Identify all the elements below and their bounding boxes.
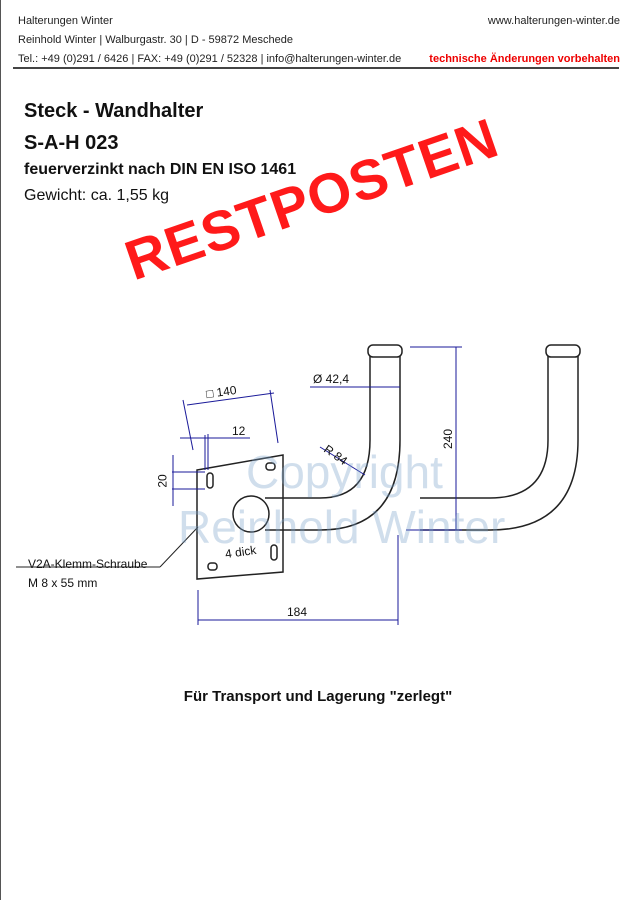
transport-note: Für Transport und Lagerung "zerlegt" <box>183 688 453 705</box>
plate-hole <box>207 562 218 571</box>
dim-12: 12 <box>232 424 246 438</box>
company-name: Halterungen Winter <box>18 15 113 27</box>
pipe-alt <box>420 355 579 531</box>
company-address: Reinhold Winter | Walburgastr. 30 | D - … <box>18 34 293 46</box>
plate-hole <box>206 472 214 489</box>
dim-width: 184 <box>287 605 308 619</box>
pipe <box>265 355 401 531</box>
screw-size: M 8 x 55 mm <box>28 576 98 590</box>
wall-plate <box>196 454 284 580</box>
product-name: Steck - Wandhalter <box>24 100 204 122</box>
header-divider <box>13 67 619 69</box>
page-border <box>0 0 1 900</box>
screw-label: V2A-Klemm-Schraube <box>28 557 148 571</box>
dim-height: 240 <box>441 428 456 450</box>
plate-hole <box>265 462 276 471</box>
company-contact: Tel.: +49 (0)291 / 6426 | FAX: +49 (0)29… <box>18 53 402 65</box>
pipe-cap <box>367 344 403 358</box>
changes-notice: technische Änderungen vorbehalten <box>429 53 620 65</box>
watermark-line2: Reinhold Winter <box>178 501 506 553</box>
dim-20: 20 <box>155 474 170 488</box>
plate-hole <box>270 544 278 561</box>
dim-diameter: Ø 42,4 <box>313 372 350 386</box>
product-finish: feuerverzinkt nach DIN EN ISO 1461 <box>24 161 297 178</box>
product-weight: Gewicht: ca. 1,55 kg <box>24 187 169 204</box>
clamp-ring <box>232 495 270 533</box>
website-link[interactable]: www.halterungen-winter.de <box>487 15 620 27</box>
product-code: S-A-H 023 <box>24 132 119 154</box>
watermark-line1: Copyright <box>246 446 443 498</box>
